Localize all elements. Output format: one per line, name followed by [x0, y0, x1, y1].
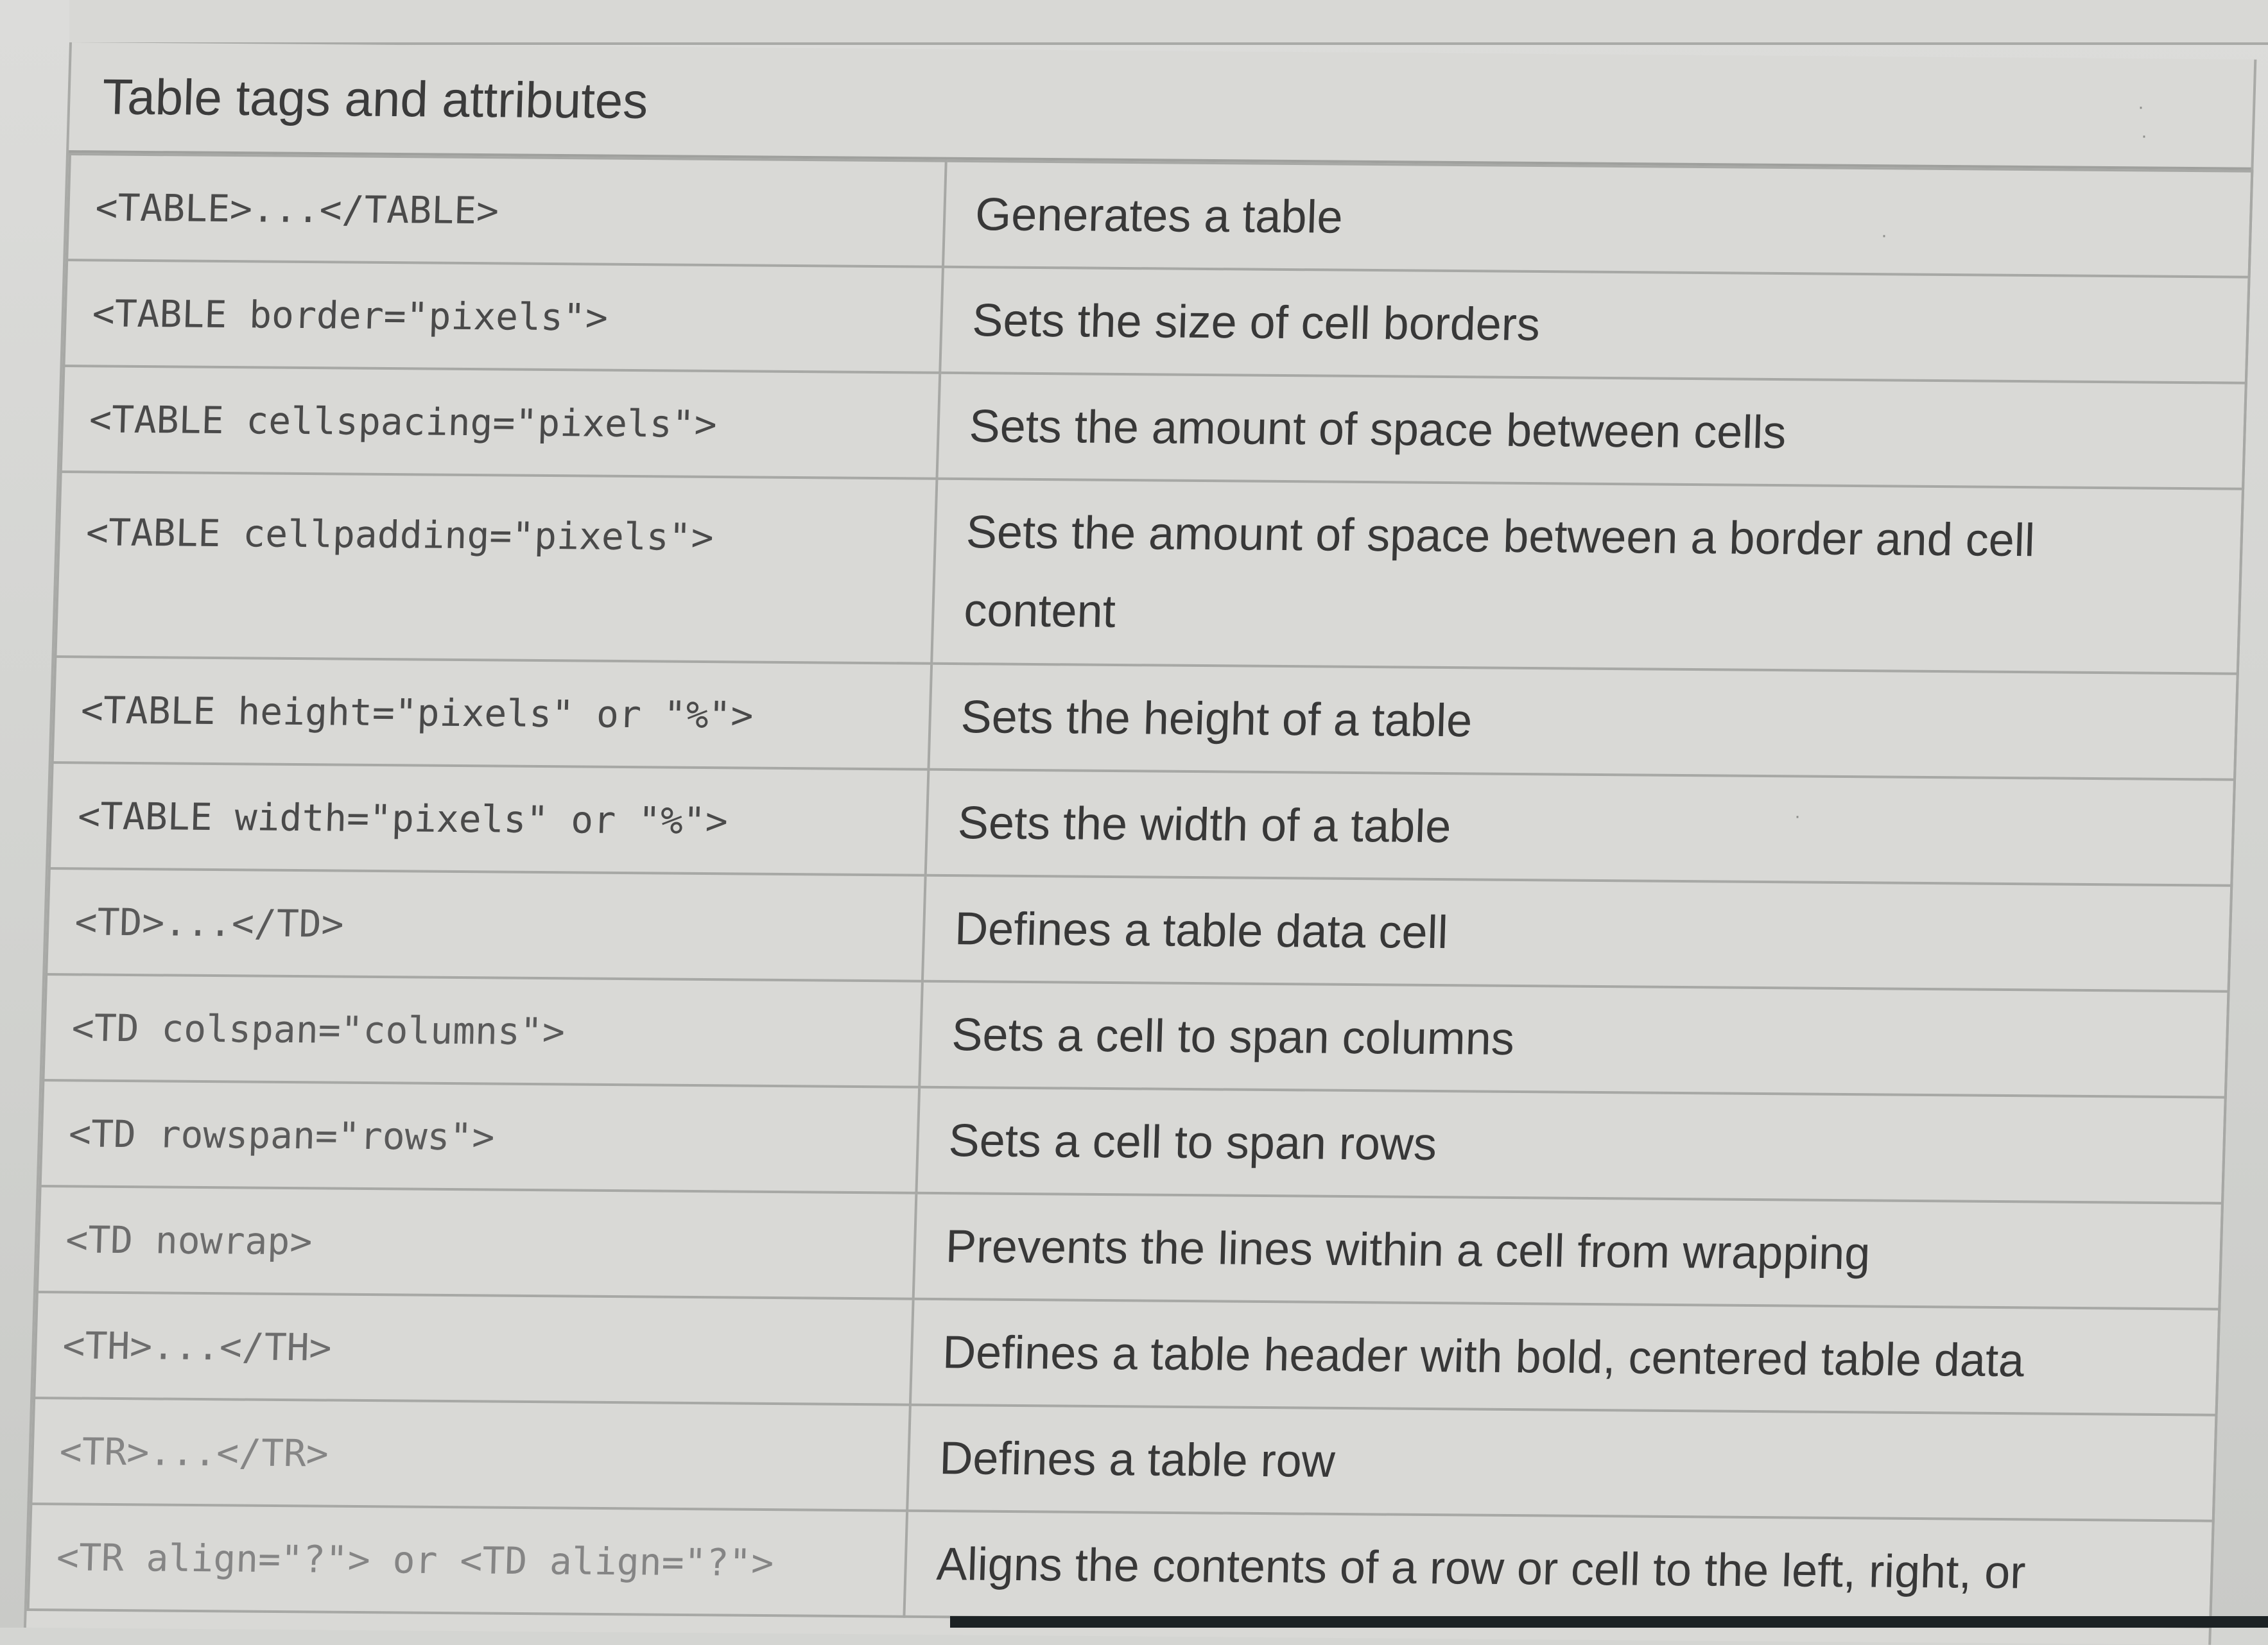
- tag-cell: <TH>...</TH>: [34, 1291, 913, 1405]
- tag-cell: <TABLE width="pixels" or "%">: [49, 762, 929, 875]
- table-panel: Table tags and attributes <TABLE>...</TA…: [23, 42, 2257, 1645]
- tag-cell: <TR>...</TR>: [31, 1397, 910, 1511]
- table-row: <TH>...</TH> Defines a table header with…: [34, 1291, 2220, 1415]
- table-row: <TABLE cellspacing="pixels"> Sets the am…: [60, 366, 2246, 489]
- description-cell: Sets the size of cell borders: [940, 266, 2249, 383]
- top-strip: [69, 0, 2268, 45]
- description-cell: Prevents the lines within a cell from wr…: [913, 1193, 2223, 1309]
- table-caption: Table tags and attributes: [69, 42, 2255, 170]
- table-row: <TD>...</TD> Defines a table data cell: [46, 868, 2232, 992]
- tag-cell: <TABLE cellspacing="pixels">: [60, 366, 940, 479]
- table-row: <TD nowrap> Prevents the lines within a …: [37, 1185, 2223, 1309]
- table-row: <TABLE>...</TABLE> Generates a table: [67, 154, 2253, 277]
- table-row: <TABLE height="pixels" or "%"> Sets the …: [52, 657, 2238, 780]
- description-cell: Sets the width of a table: [925, 769, 2235, 886]
- screen-bezel-edge: [950, 1616, 2268, 1628]
- tag-cell: <TD nowrap>: [37, 1185, 917, 1299]
- tag-cell: <TABLE border="pixels">: [64, 260, 943, 373]
- tag-cell: <TABLE>...</TABLE>: [67, 154, 946, 267]
- tag-cell: <TD>...</TD>: [46, 868, 926, 981]
- description-cell: Sets a cell to span columns: [919, 981, 2229, 1098]
- description-cell: Defines a table header with bold, center…: [910, 1298, 2220, 1415]
- dust-speck: ·: [2138, 96, 2144, 117]
- description-cell: Sets a cell to span rows: [916, 1087, 2226, 1203]
- table-row: <TD colspan="columns"> Sets a cell to sp…: [43, 974, 2229, 1098]
- description-cell: Defines a table data cell: [922, 875, 2232, 992]
- table-row: <TABLE border="pixels"> Sets the size of…: [64, 260, 2249, 383]
- tag-cell: <TD colspan="columns">: [43, 974, 922, 1087]
- description-cell: Generates a table: [942, 160, 2253, 277]
- description-cell: Sets the amount of space between cells: [937, 372, 2246, 489]
- description-cell: Aligns the contents of a row or cell to …: [904, 1510, 2213, 1627]
- table-row: <TR>...</TR> Defines a table row: [31, 1397, 2217, 1521]
- table-row: <TD rowspan="rows"> Sets a cell to span …: [40, 1080, 2226, 1203]
- tags-table: <TABLE>...</TABLE> Generates a table <TA…: [27, 153, 2254, 1628]
- table-row: <TABLE cellpadding="pixels"> Sets the am…: [55, 472, 2244, 674]
- tag-cell: <TABLE height="pixels" or "%">: [52, 657, 932, 770]
- table-row: <TABLE width="pixels" or "%"> Sets the w…: [49, 762, 2235, 886]
- tag-cell: <TR align="?"> or <TD align="?">: [28, 1503, 908, 1617]
- dust-speck: ·: [1794, 805, 1801, 827]
- dust-speck: ·: [2141, 125, 2147, 146]
- tag-cell: <TABLE cellpadding="pixels">: [55, 472, 937, 664]
- description-cell: Defines a table row: [907, 1404, 2217, 1521]
- dust-speck: ·: [1881, 225, 1887, 246]
- description-cell: Sets the height of a table: [928, 663, 2238, 780]
- description-cell: Sets the amount of space between a borde…: [931, 478, 2244, 674]
- table-row: <TR align="?"> or <TD align="?"> Aligns …: [28, 1503, 2213, 1627]
- tag-cell: <TD rowspan="rows">: [40, 1080, 920, 1193]
